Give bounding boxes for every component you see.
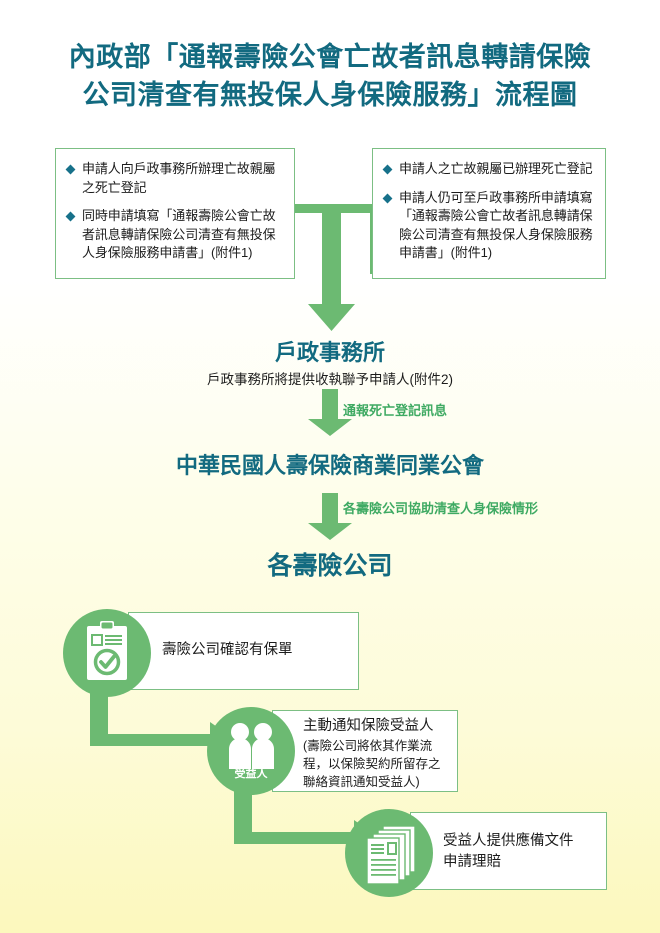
- step-text-notify-beneficiaries: 主動通知保險受益人 (壽險公司將依其作業流 程，以保險契約所留存之 聯絡資訊通知…: [303, 716, 441, 791]
- step-main-label-line-1: 受益人提供應備文件: [443, 833, 574, 849]
- step-text-confirm-policy: 壽險公司確認有保單: [162, 640, 293, 661]
- list-item-label: 申請人之亡故親屬已辦理死亡登記: [399, 161, 593, 176]
- list-item: 申請人仍可至戶政事務所申請填寫「通報壽險公會亡故者訊息轉請保險公司清查有無投保人…: [382, 189, 595, 263]
- page-title: 內政部「通報壽險公會亡故者訊息轉請保險 公司清查有無投保人身保險服務」流程圖: [0, 38, 660, 114]
- diamond-bullet-icon: [382, 164, 393, 175]
- step-sub-label-line-3: 聯絡資訊通知受益人): [303, 775, 420, 789]
- diamond-bullet-icon: [382, 193, 393, 203]
- step-sub-label-line-1: (壽險公司將依其作業流: [303, 739, 433, 753]
- arrow-label-to-association: 通報死亡登記訊息: [343, 403, 448, 418]
- step-main-label: 主動通知保險受益人: [303, 718, 434, 734]
- applicant-new-registration-box: 申請人向戶政事務所辦理亡故親屬之死亡登記 同時申請填寫「通報壽險公會亡故者訊息轉…: [55, 148, 295, 279]
- step-icon-circle-confirm-policy: [63, 609, 151, 697]
- arrow-to-insurers: [305, 493, 355, 541]
- step-icon-circle-notify-beneficiaries: [207, 707, 295, 795]
- documents-stack-icon: [366, 825, 416, 885]
- page-title-line-2: 公司清查有無投保人身保險服務」流程圖: [82, 80, 578, 110]
- step-text-submit-claim: 受益人提供應備文件 申請理賠: [443, 831, 574, 873]
- step-circle-label-beneficiary: 受益人: [234, 768, 268, 780]
- list-item: 同時申請填寫「通報壽險公會亡故者訊息轉請保險公司清查有無投保人身保險服務申請書」…: [65, 207, 284, 263]
- arrow-to-association: [305, 389, 355, 437]
- step-sub-label-line-2: 程，以保險契約所留存之: [303, 757, 441, 771]
- step-icon-circle-submit-claim: [345, 809, 433, 897]
- stage-heading-life-insurers: 各壽險公司: [267, 552, 393, 580]
- clipboard-check-icon: [87, 621, 127, 680]
- applicant-existing-registration-box: 申請人之亡故親屬已辦理死亡登記 申請人仍可至戶政事務所申請填寫「通報壽險公會亡故…: [372, 148, 606, 279]
- stage-subtitle-household-office: 戶政事務所將提供收執聯予申請人(附件2): [207, 372, 453, 387]
- list-item-label: 申請人向戶政事務所辦理亡故親屬之死亡登記: [82, 161, 276, 195]
- diamond-bullet-icon: [65, 211, 76, 222]
- bullet-list: 申請人向戶政事務所辦理亡故親屬之死亡登記 同時申請填寫「通報壽險公會亡故者訊息轉…: [56, 149, 294, 263]
- step-main-label: 壽險公司確認有保單: [162, 642, 293, 658]
- page-title-line-1: 內政部「通報壽險公會亡故者訊息轉請保險: [68, 42, 592, 72]
- elbow-connector-step1-to-step2: [90, 686, 240, 756]
- elbow-connector-step2-to-step3: [234, 784, 384, 854]
- stage-heading-association: 中華民國人壽保險商業同業公會: [175, 453, 484, 478]
- step-box-confirm-policy: [128, 612, 359, 690]
- arrow-label-to-insurers: 各壽險公司協助清查人身保險情形: [343, 501, 539, 516]
- list-item-label: 同時申請填寫「通報壽險公會亡故者訊息轉請保險公司清查有無投保人身保險服務申請書」…: [82, 208, 276, 260]
- list-item: 申請人向戶政事務所辦理亡故親屬之死亡登記: [65, 160, 284, 197]
- stage-heading-household-office: 戶政事務所: [274, 340, 385, 365]
- list-item: 申請人之亡故親屬已辦理死亡登記: [382, 160, 595, 179]
- step-box-notify-beneficiaries: [272, 710, 458, 792]
- list-item-label: 申請人仍可至戶政事務所申請填寫「通報壽險公會亡故者訊息轉請保險公司清查有無投保人…: [399, 189, 593, 261]
- step-main-label-line-2: 申請理賠: [443, 854, 501, 870]
- bullet-list: 申請人之亡故親屬已辦理死亡登記 申請人仍可至戶政事務所申請填寫「通報壽險公會亡故…: [373, 149, 605, 263]
- t-connector-arrow: [284, 204, 379, 332]
- beneficiaries-people-icon: [229, 723, 274, 769]
- diamond-bullet-icon: [65, 164, 76, 175]
